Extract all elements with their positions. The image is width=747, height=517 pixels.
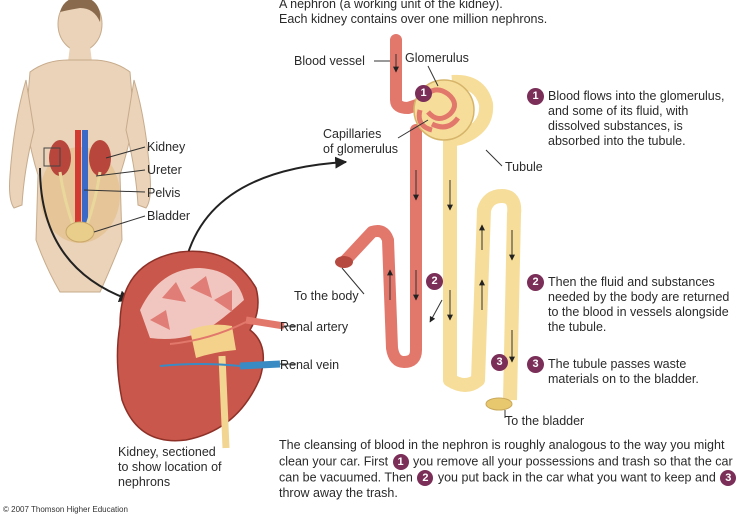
- step-2: 2 Then the fluid and substances needed b…: [527, 274, 745, 335]
- caption-badge-3: 3: [720, 469, 737, 486]
- diagram-badge-2: 2: [426, 273, 443, 290]
- label-pelvis: Pelvis: [147, 186, 181, 200]
- human-torso-figure: [9, 0, 151, 293]
- step-2-text: Then the fluid and substances needed by …: [548, 275, 730, 334]
- caption-part-2: you remove all your possessions and tras…: [279, 453, 733, 484]
- analogy-caption: The cleansing of blood in the nephron is…: [279, 438, 747, 501]
- step-3-badge: 3: [527, 356, 544, 373]
- step-1-badge: 1: [527, 88, 544, 105]
- label-kidney-sectioned-2: to show location of: [118, 460, 222, 474]
- blood-vessel: [390, 34, 426, 114]
- caption-badge-2: 2: [417, 469, 434, 486]
- label-renal-artery: Renal artery: [280, 320, 349, 334]
- zoom-arrow-to-kidney: [39, 167, 132, 303]
- caption-badge-1: 1: [392, 453, 409, 470]
- return-vessel: [338, 124, 422, 368]
- label-tubule: Tubule: [505, 160, 543, 174]
- copyright-notice: © 2007 Thomson Higher Education: [3, 505, 128, 514]
- tubule: [443, 74, 522, 401]
- caption-part-3: you put back in the car what you want to…: [437, 469, 716, 484]
- label-ureter: Ureter: [147, 163, 182, 177]
- label-to-the-body: To the body: [294, 289, 359, 303]
- label-glomerulus: Glomerulus: [405, 51, 469, 65]
- torso-leader-lines: [83, 146, 146, 233]
- label-kidney-sectioned-1: Kidney, sectioned: [118, 445, 216, 459]
- glomerulus-capillaries: [416, 87, 461, 133]
- label-renal-vein: Renal vein: [280, 358, 340, 372]
- label-blood-vessel: Blood vessel: [294, 54, 365, 68]
- sectioned-kidney: [116, 250, 285, 449]
- caption-part-4: throw away the trash.: [279, 485, 398, 500]
- label-kidney: Kidney: [147, 140, 186, 154]
- step-2-badge: 2: [527, 274, 544, 291]
- label-to-the-bladder: To the bladder: [505, 414, 585, 428]
- label-capillaries-of-glomerulus: of glomerulus: [323, 142, 399, 156]
- step-1-text: Blood flows into the glomerulus, and som…: [548, 89, 725, 148]
- label-kidney-sectioned-3: nephrons: [118, 475, 171, 489]
- step-3: 3 The tubule passes waste materials on t…: [527, 356, 742, 387]
- header-line-2: Each kidney contains over one million ne…: [279, 12, 548, 26]
- step-3-text: The tubule passes waste materials on to …: [548, 357, 699, 386]
- header-line-1: A nephron (a working unit of the kidney)…: [279, 0, 503, 11]
- zoom-arrow-to-nephron: [185, 156, 348, 261]
- label-capillaries: Capillaries: [323, 127, 382, 141]
- diagram-badge-3: 3: [491, 354, 508, 371]
- step-1: 1 Blood flows into the glomerulus, and s…: [527, 88, 742, 149]
- caption-part-1: The cleansing of blood in the nephron is…: [279, 438, 725, 468]
- label-bladder: Bladder: [147, 209, 191, 223]
- diagram-badge-1: 1: [415, 85, 432, 102]
